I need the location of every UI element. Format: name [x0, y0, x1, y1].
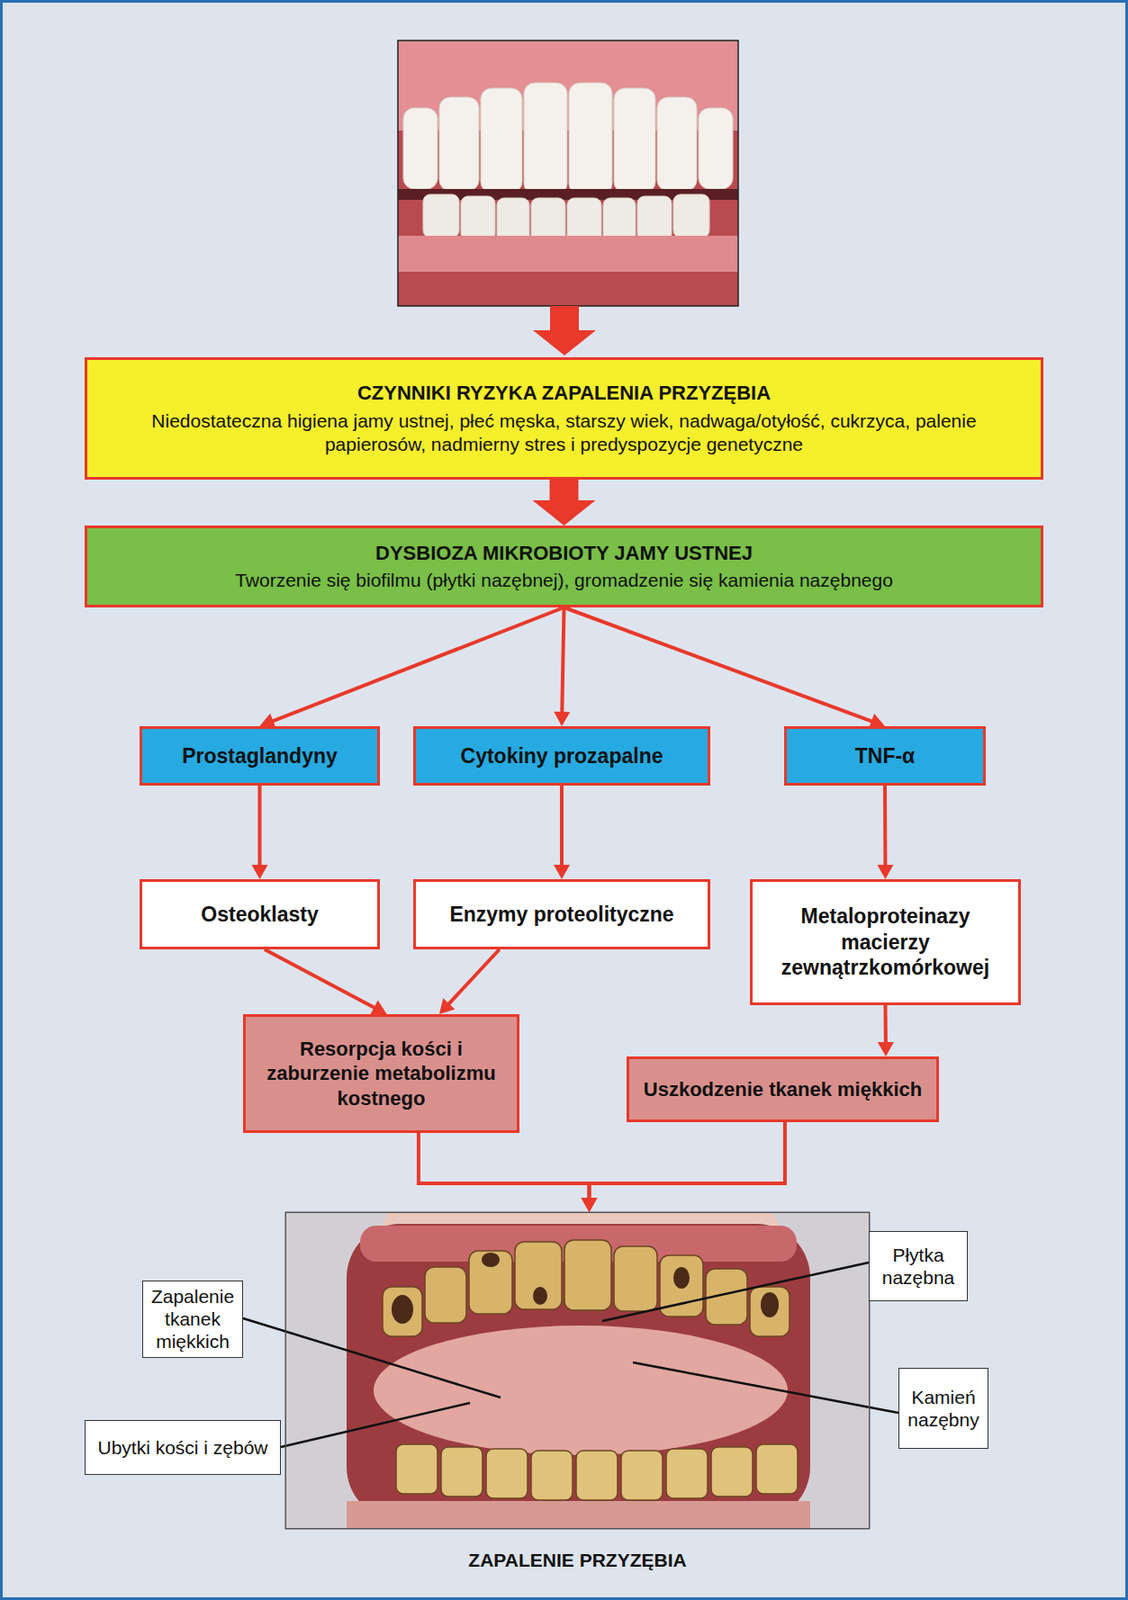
- node-label: DYSBIOZA MIKROBIOTY JAMY USTNEJ: [375, 541, 753, 567]
- mediator-box: TNF-α: [784, 726, 986, 786]
- leader-line: [632, 1362, 899, 1414]
- node-body: Niedostateczna higiena jamy ustnej, płeć…: [105, 409, 1023, 458]
- arrow-head: [252, 865, 269, 880]
- callout-box: Ubytki kości i zębów: [84, 1420, 281, 1476]
- node-label: Cytokiny prozapalne: [460, 743, 664, 770]
- connector-line: [271, 607, 565, 722]
- dysbiosis-box: DYSBIOZA MIKROBIOTY JAMY USTNEJTworzenie…: [84, 525, 1044, 608]
- connector-line: [447, 949, 499, 1006]
- effector-box: Metaloproteinazy macierzy zewnątrzkomórk…: [749, 879, 1021, 1006]
- connector-line: [884, 1005, 888, 1045]
- flow-connector: [264, 949, 388, 1015]
- mediator-box: Cytokiny prozapalne: [413, 726, 711, 786]
- flow-arrow: [532, 479, 596, 526]
- flow-connector: [532, 479, 596, 526]
- flow-connector: [553, 607, 570, 727]
- arrow-head: [553, 865, 570, 880]
- flow-connector: [553, 785, 570, 880]
- flow-connector: [877, 1005, 894, 1057]
- connector-line: [418, 1133, 590, 1201]
- effector-box: Enzymy proteolityczne: [413, 879, 711, 950]
- node-label: Enzymy proteolityczne: [449, 902, 674, 929]
- flow-connector: [252, 785, 269, 880]
- photo-frame: [285, 1212, 870, 1530]
- callout-box: Zapalenie tkanek miękkich: [142, 1281, 244, 1359]
- leader-line: [243, 1318, 501, 1399]
- result-photo: ZAPALENIE PRZYZĘBIA: [285, 1212, 870, 1573]
- flow-connector: [418, 1133, 598, 1213]
- healthy-teeth-photo: [397, 40, 739, 307]
- node-body: Tworzenie się biofilmu (płytki nazębnej)…: [234, 568, 894, 593]
- node-label: Ubytki kości i zębów: [97, 1436, 268, 1460]
- callout-box: Kamień nazębny: [898, 1368, 989, 1450]
- arrow-head: [553, 712, 570, 727]
- flow-connector: [439, 949, 500, 1015]
- leader-line: [602, 1263, 869, 1322]
- node-label: Metaloproteinazy macierzy zewnątrzkomórk…: [761, 903, 1010, 982]
- connector-line: [559, 785, 564, 867]
- flow-connector: [580, 1122, 785, 1213]
- connector-line: [561, 607, 564, 714]
- arrow-head: [580, 1198, 597, 1213]
- node-label: Płytka nazębna: [875, 1244, 962, 1290]
- arrow-head: [369, 1001, 387, 1016]
- flow-connector: [564, 607, 886, 730]
- outcome-box: Resorpcja kości i zaburzenie metabolizmu…: [243, 1014, 520, 1134]
- leader-line: [280, 1403, 470, 1448]
- node-label: Kamień nazębny: [904, 1386, 983, 1432]
- leader-lines: [243, 1263, 899, 1448]
- connector-line: [258, 785, 262, 867]
- mediator-box: Prostaglandyny: [139, 726, 380, 786]
- connector-line: [264, 949, 376, 1009]
- node-label: ZAPALENIE PRZYZĘBIA: [468, 1549, 686, 1573]
- outcome-box: Uszkodzenie tkanek miękkich: [626, 1056, 939, 1123]
- node-label: Zapalenie tkanek miękkich: [148, 1285, 237, 1354]
- connector-line: [564, 607, 874, 722]
- effector-box: Osteoklasty: [139, 879, 380, 950]
- node-label: Uszkodzenie tkanek miękkich: [643, 1077, 922, 1103]
- arrow-head: [439, 998, 455, 1015]
- node-label: Resorpcja kości i zaburzenie metabolizmu…: [258, 1037, 505, 1112]
- flow-arrow: [532, 306, 596, 356]
- node-label: Prostaglandyny: [181, 743, 338, 770]
- callout-box: Płytka nazębna: [868, 1231, 968, 1302]
- arrow-head: [876, 865, 894, 880]
- flow-connector: [260, 607, 565, 730]
- connector-line: [588, 1122, 785, 1201]
- node-label: TNF-α: [855, 743, 916, 770]
- arrow-head: [580, 1198, 597, 1213]
- periodontitis-photo: [285, 1212, 870, 1530]
- node-label: Osteoklasty: [200, 902, 318, 929]
- connector-line: [883, 785, 887, 867]
- arrow-head: [877, 1042, 894, 1057]
- risk-factor-box: CZYNNIKI RYZYKA ZAPALENIA PRZYZĘBIANiedo…: [84, 357, 1044, 480]
- flow-connector: [876, 785, 894, 880]
- node-label: CZYNNIKI RYZYKA ZAPALENIA PRZYZĘBIA: [357, 380, 771, 407]
